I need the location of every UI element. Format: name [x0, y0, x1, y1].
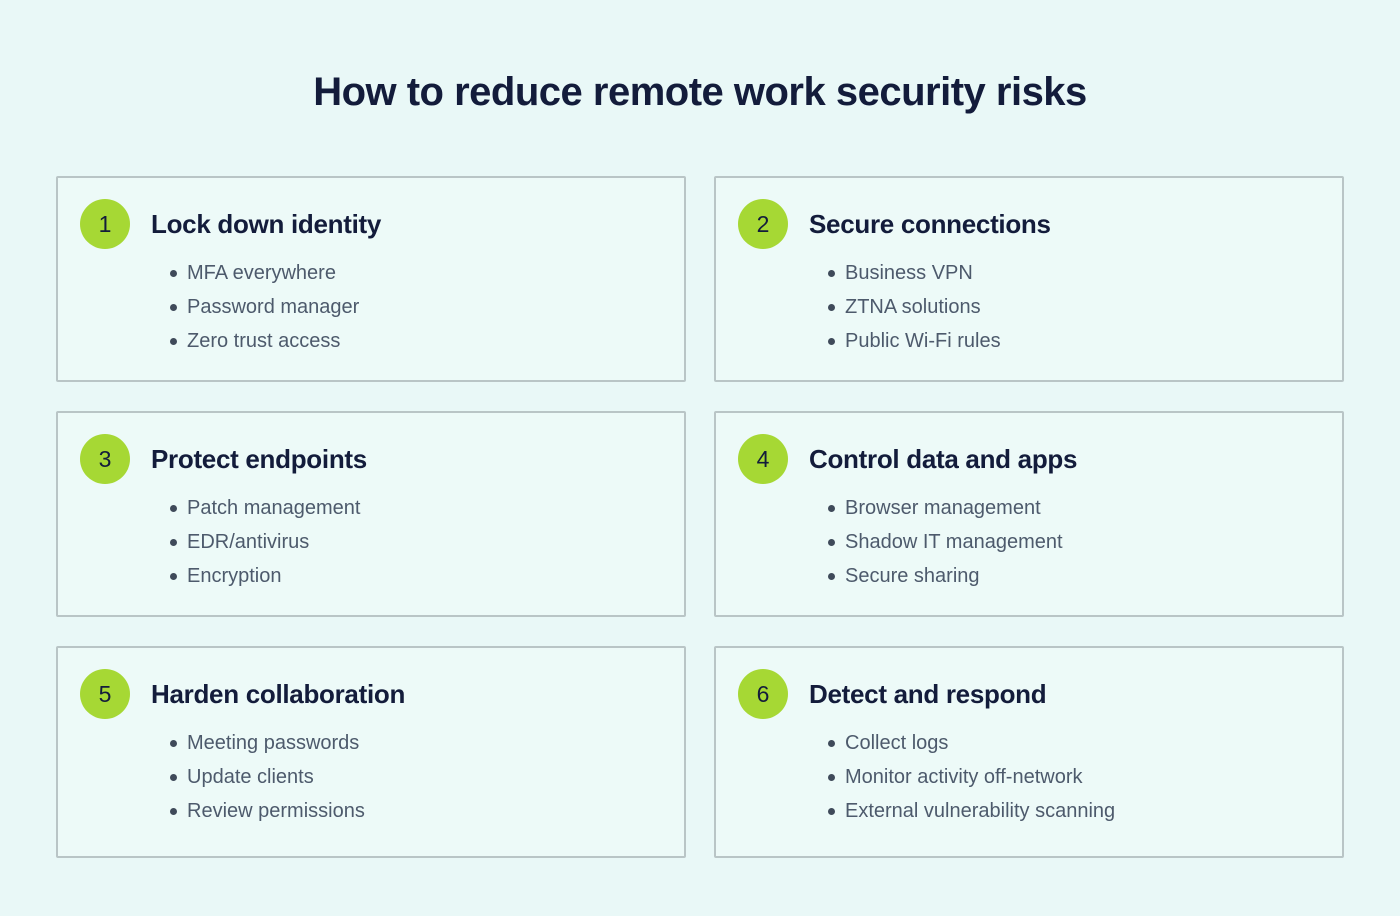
step-number-badge: 2: [738, 199, 788, 249]
step-number-badge: 4: [738, 434, 788, 484]
list-item: Public Wi-Fi rules: [828, 324, 1322, 358]
step-number-badge: 3: [80, 434, 130, 484]
list-item: Browser management: [828, 491, 1322, 525]
list-item: Password manager: [170, 290, 664, 324]
list-item: Monitor activity off-network: [828, 760, 1322, 794]
card-title: Protect endpoints: [151, 443, 367, 474]
list-item: ZTNA solutions: [828, 290, 1322, 324]
list-item: Update clients: [170, 760, 664, 794]
card-header: 1 Lock down identity: [80, 199, 664, 249]
list-item: Collect logs: [828, 726, 1322, 760]
list-item: Patch management: [170, 491, 664, 525]
list-item: Encryption: [170, 559, 664, 593]
card-title: Lock down identity: [151, 208, 382, 239]
list-item: Meeting passwords: [170, 726, 664, 760]
card-title: Secure connections: [809, 208, 1051, 239]
list-item: Secure sharing: [828, 559, 1322, 593]
list-item: Review permissions: [170, 794, 664, 828]
card-title: Control data and apps: [809, 443, 1078, 474]
card-header: 2 Secure connections: [738, 199, 1322, 249]
card-title: Harden collaboration: [151, 678, 406, 709]
list-item: MFA everywhere: [170, 256, 664, 290]
step-card: 4 Control data and apps Browser manageme…: [714, 411, 1344, 617]
step-card: 5 Harden collaboration Meeting passwords…: [56, 646, 686, 858]
step-number-badge: 1: [80, 199, 130, 249]
list-item: Zero trust access: [170, 324, 664, 358]
card-header: 5 Harden collaboration: [80, 669, 664, 719]
list-item: External vulnerability scanning: [828, 794, 1322, 828]
page-title: How to reduce remote work security risks: [313, 70, 1087, 114]
card-header: 4 Control data and apps: [738, 434, 1322, 484]
step-number-badge: 5: [80, 669, 130, 719]
card-header: 3 Protect endpoints: [80, 434, 664, 484]
list-item: Business VPN: [828, 256, 1322, 290]
card-header: 6 Detect and respond: [738, 669, 1322, 719]
step-number-badge: 6: [738, 669, 788, 719]
list-item: EDR/antivirus: [170, 525, 664, 559]
list-item: Shadow IT management: [828, 525, 1322, 559]
card-title: Detect and respond: [809, 678, 1047, 709]
